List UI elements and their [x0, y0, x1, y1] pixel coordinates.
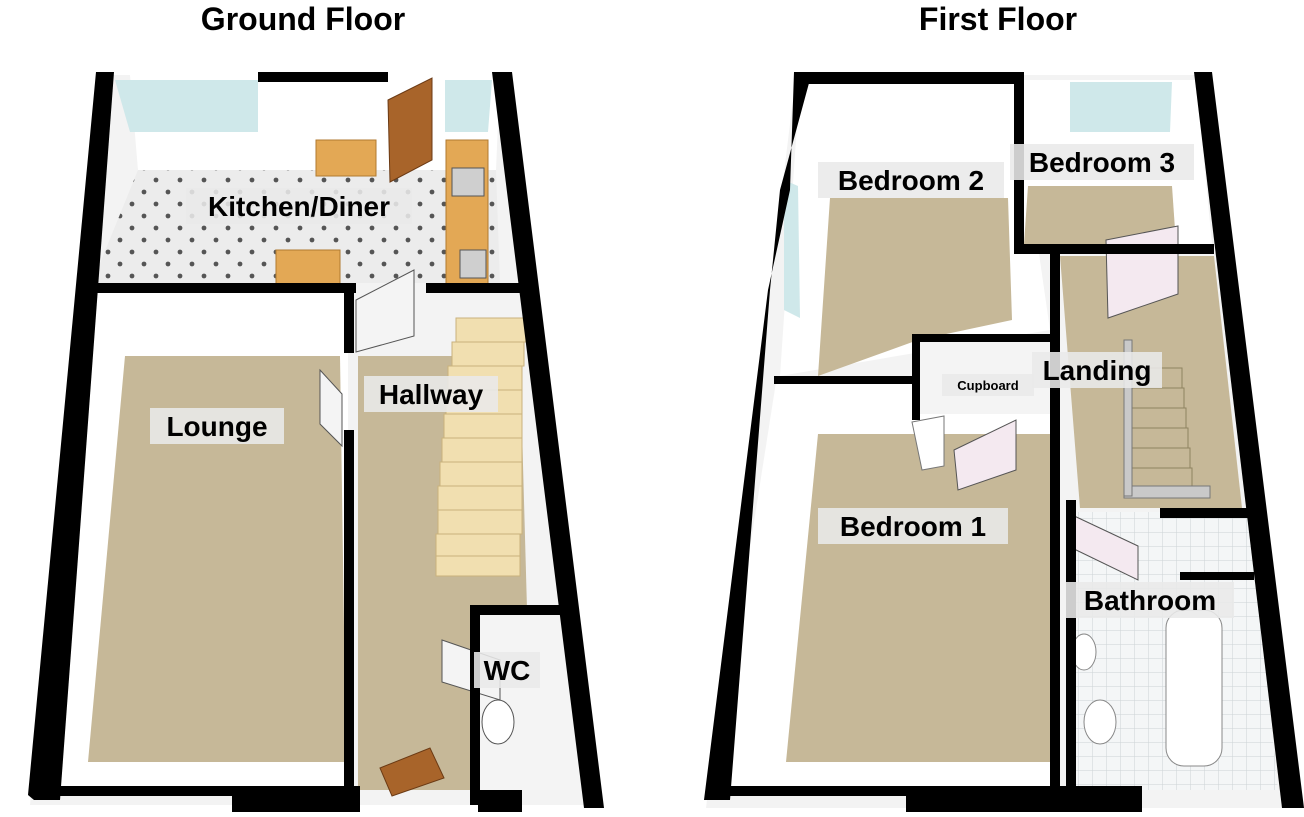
hallway-label: Hallway [379, 379, 484, 410]
cupboard-label: Cupboard [957, 378, 1018, 393]
landing-label: Landing [1043, 355, 1152, 386]
bedroom-1-label: Bedroom 1 [840, 511, 986, 542]
hob [451, 167, 485, 197]
first-floor-labels: First Floor Bedroom 2 Bedroom 3 Landing … [818, 1, 1234, 618]
bedroom-3-label: Bedroom 3 [1029, 147, 1175, 178]
wc-label: WC [484, 655, 531, 686]
kitchen-diner-label: Kitchen/Diner [208, 191, 390, 222]
bedroom-2-label: Bedroom 2 [838, 165, 984, 196]
bedroom-2-window [784, 180, 800, 318]
kitchen-window [115, 80, 258, 132]
wc-toilet [481, 699, 515, 745]
bedroom-1-floor [786, 434, 1054, 762]
first-floor-title: First Floor [919, 1, 1077, 37]
kitchen-door [355, 269, 415, 353]
bedroom-2-floor [818, 198, 1012, 376]
dining-table [275, 249, 341, 285]
front-door [387, 77, 433, 183]
bedroom-1-door [953, 419, 1017, 491]
ground-floor-plan [28, 72, 604, 812]
ground-floor-title: Ground Floor [201, 1, 405, 37]
bathroom-toilet [1083, 699, 1117, 745]
lounge-label: Lounge [166, 411, 267, 442]
bedroom-3-window [1070, 82, 1172, 132]
bedroom-1-wardrobe [911, 415, 945, 471]
kitchen-window-side [445, 80, 492, 132]
lounge-door [319, 368, 343, 448]
bathroom-label: Bathroom [1084, 585, 1216, 616]
ground-floor-labels: Ground Floor Kitchen/Diner Lounge Hallwa… [150, 1, 540, 688]
entrance-door [379, 747, 445, 797]
kitchen-table [315, 139, 377, 177]
bedroom-3-floor [1024, 186, 1176, 244]
bathtub [1165, 609, 1223, 767]
sink [459, 249, 487, 279]
ground-floor-walls [28, 72, 604, 812]
lounge-floor [88, 356, 346, 762]
